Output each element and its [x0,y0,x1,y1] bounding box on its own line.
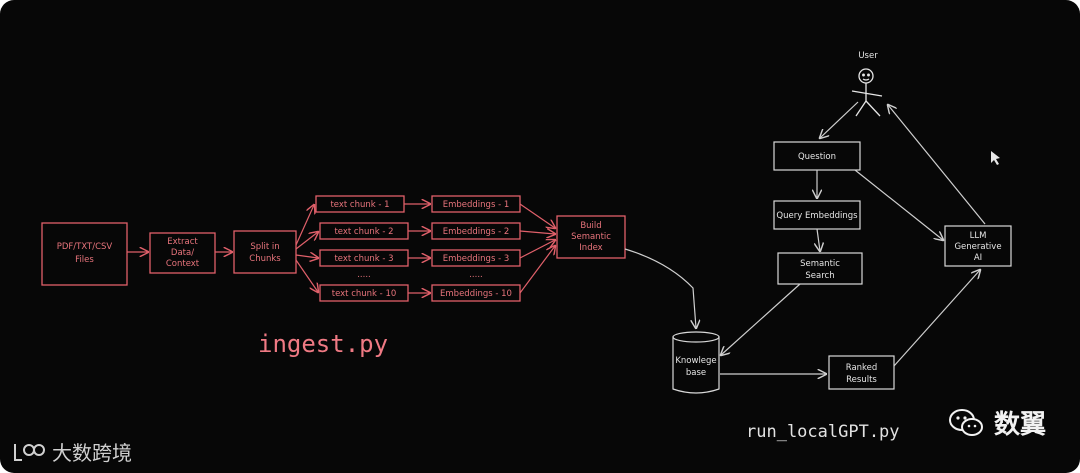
arrow [295,255,318,258]
arrow [624,248,696,328]
split-node: Split in Chunks [233,230,297,274]
knowledge-base-cylinder [672,337,720,394]
semantic-search-node: Semantic Search [777,252,863,285]
query-embeddings-label: Query Embeddings [776,211,858,221]
query-embeddings-node: Query Embeddings [773,200,861,230]
ingest-script-label: ingest.py [258,330,388,358]
arrow [817,228,820,251]
llm-node: LLM Generative AI [944,225,1012,267]
ingest-arrows [127,204,555,293]
build-index-label-3: Index [579,243,602,253]
text-chunk-label: text chunk - 10 [332,289,397,299]
build-index-label-1: Build [580,221,601,231]
arrow [854,169,943,240]
source-files-node: PDF/TXT/CSV Files [41,222,128,286]
build-index-box [556,215,626,259]
semantic-search-label-2: Search [805,271,834,281]
split-label-1: Split in [250,242,279,252]
source-files-box [41,222,128,286]
question-label: Question [798,152,836,162]
arrow [519,240,555,259]
ranked-results-node: Ranked Results [828,355,895,390]
text-chunk-nodes: text chunk - 1 text chunk - 2 text chunk… [315,195,409,302]
knowledge-base-cylinder-top [672,331,720,343]
extract-node: Extract Data/ Context [149,232,216,274]
ranked-results-box [828,355,895,390]
embedding-label: Embeddings - 2 [443,227,510,237]
question-node: Question [773,141,861,171]
split-box [233,230,297,274]
arrow [721,283,801,355]
semantic-search-label-1: Semantic [800,259,840,269]
source-files-label-2: Files [75,255,94,265]
ranked-results-label-2: Results [846,375,877,385]
watermark-left-text: 大数跨境 [52,441,132,465]
build-index-label-2: Semantic [571,232,611,242]
arrow [519,231,555,234]
arrow [888,105,986,225]
semantic-search-box [777,252,863,285]
embedding-label: Embeddings - 10 [440,289,512,299]
llm-label-2: Generative [954,242,1001,252]
watermark-left: 大数跨境 [12,437,132,466]
knowledge-base-node: Knowlege base [672,331,720,394]
llm-box [944,225,1012,267]
text-chunk-label: text chunk - 1 [330,200,389,210]
text-chunk-ellipsis: ..... [357,270,371,280]
knowledge-base-label-2: base [686,368,706,378]
ranked-results-label-1: Ranked [846,363,878,373]
embedding-nodes: Embeddings - 1 Embeddings - 2 Embeddings… [431,195,521,302]
user-node: User [851,51,883,117]
user-icon [851,68,883,117]
llm-label-3: AI [974,253,982,263]
arrow [295,259,318,292]
embedding-label: Embeddings - 1 [443,200,510,210]
arrow [295,232,318,250]
embedding-label: Embeddings - 3 [443,254,510,264]
embedding-ellipsis: ..... [469,270,483,280]
text-chunk-label: text chunk - 2 [334,227,393,237]
user-label: User [858,51,878,61]
query-arrows [624,101,986,374]
arrow [519,246,555,294]
split-label-2: Chunks [249,254,281,264]
extract-label-2: Data/ [171,248,194,258]
llm-label-1: LLM [970,231,987,241]
extract-label-1: Extract [167,237,198,247]
watermark-right: 数翼 [948,404,1046,441]
knowledge-base-label-1: Knowlege [675,356,716,366]
extract-label-3: Context [166,259,200,269]
arrow [295,205,314,246]
cursor-pointer-icon [991,151,1000,165]
text-chunk-label: text chunk - 3 [334,254,393,264]
extract-box [149,232,216,274]
source-files-label-1: PDF/TXT/CSV [57,242,113,252]
query-script-label: run_localGPT.py [746,422,900,442]
arrow [820,101,859,138]
arrow [893,270,980,367]
build-index-node: Build Semantic Index [556,215,626,259]
wechat-icon [948,408,983,436]
watermark-right-text: 数翼 [993,410,1046,440]
arrow [519,203,555,228]
brand-logo-icon [14,443,45,461]
